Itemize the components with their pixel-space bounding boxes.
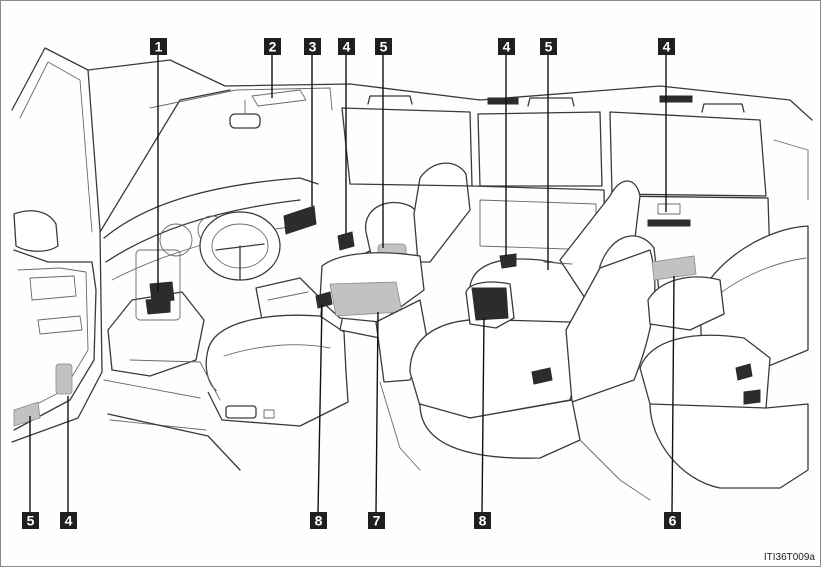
- callout-4-door: 4: [60, 512, 77, 529]
- callout-2: 2: [264, 38, 281, 55]
- callout-5-middle: 5: [540, 38, 557, 55]
- cabin-front: [87, 59, 351, 233]
- second-row-seats: [409, 180, 661, 459]
- svg-text:4: 4: [663, 39, 671, 55]
- callout-1: 1: [150, 38, 167, 55]
- callout-4-rear: 4: [658, 38, 675, 55]
- svg-text:8: 8: [315, 513, 323, 529]
- svg-text:5: 5: [27, 513, 35, 529]
- svg-text:3: 3: [309, 39, 317, 55]
- svg-text:4: 4: [343, 39, 351, 55]
- callout-6: 6: [664, 512, 681, 529]
- dashboard: [103, 177, 323, 377]
- figure-code: ITI36T009a: [763, 552, 815, 563]
- svg-text:5: 5: [380, 39, 388, 55]
- leader-lines: [29, 53, 675, 513]
- cabin-floor: [103, 359, 651, 501]
- svg-text:7: 7: [373, 513, 381, 529]
- callout-5-door: 5: [22, 512, 39, 529]
- front-passenger-seat: [315, 162, 471, 383]
- callout-5-front: 5: [375, 38, 392, 55]
- svg-text:1: 1: [155, 39, 163, 55]
- callout-8-front: 8: [310, 512, 327, 529]
- callout-8-middle: 8: [474, 512, 491, 529]
- svg-text:5: 5: [545, 39, 553, 55]
- front-door: [11, 47, 103, 443]
- callout-7: 7: [368, 512, 385, 529]
- third-row-seats: [639, 225, 809, 489]
- callout-4-front: 4: [338, 38, 355, 55]
- callout-3: 3: [304, 38, 321, 55]
- callout-4-middle: 4: [498, 38, 515, 55]
- svg-text:6: 6: [669, 513, 677, 529]
- svg-text:2: 2: [269, 39, 277, 55]
- svg-text:4: 4: [65, 513, 73, 529]
- svg-text:4: 4: [503, 39, 511, 55]
- svg-text:8: 8: [479, 513, 487, 529]
